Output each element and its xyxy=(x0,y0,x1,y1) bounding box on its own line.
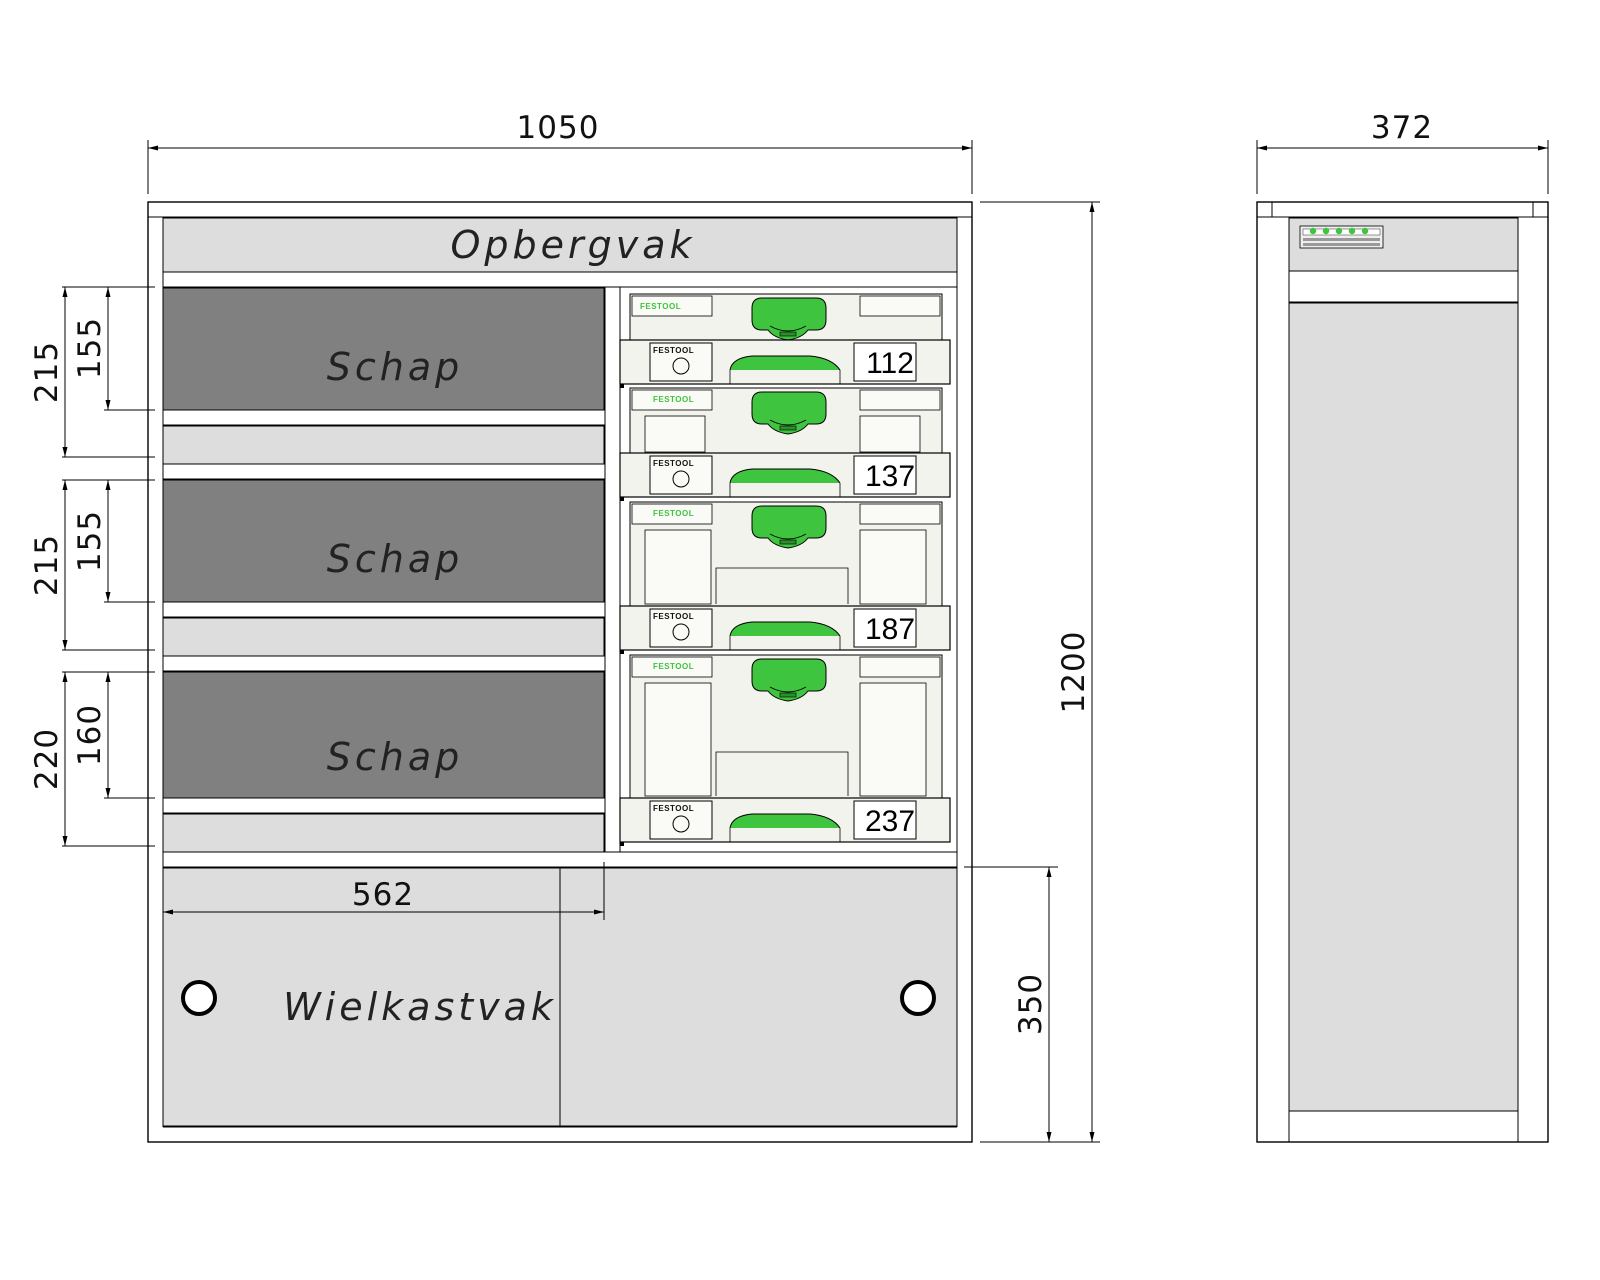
wheel-hole-left-icon xyxy=(181,980,217,1016)
systainer-112-height: 112 xyxy=(866,347,914,380)
wheel-hole-right-icon xyxy=(900,980,936,1016)
dim-total-height: 1200 xyxy=(1056,631,1092,714)
plate-dot-2-icon xyxy=(1322,227,1330,235)
plate-dot-3-icon xyxy=(1335,227,1343,235)
shelf-2-lip xyxy=(162,617,605,657)
side-label-plate xyxy=(1299,225,1384,249)
shelf-3-label: Schap xyxy=(327,735,464,779)
shelf-3-lip xyxy=(162,813,605,853)
systainer-237-brand: FESTOOL xyxy=(653,662,694,671)
side-view: 372 xyxy=(1256,110,1549,1143)
shelf-1-panel xyxy=(162,287,605,411)
systainer-stack: FESTOOL FESTOOL 112 FESTOOL FESTOOL 137 xyxy=(619,293,951,847)
systainer-237: FESTOOL FESTOOL 237 xyxy=(619,654,951,847)
dimension-lines: 1050 1200 350 562 215 155 215 155 xyxy=(29,110,1100,1143)
plate-dot-4-icon xyxy=(1348,227,1356,235)
svg-text:FESTOOL: FESTOOL xyxy=(653,804,694,813)
systainer-137: FESTOOL FESTOOL 137 xyxy=(619,387,951,502)
dim-shelf-3-inner: 160 xyxy=(72,704,108,766)
dim-shelf-2-inner: 155 xyxy=(72,510,108,572)
systainer-187-height: 187 xyxy=(865,613,915,646)
side-outer-frame xyxy=(1256,201,1549,1143)
shelf-3-panel xyxy=(162,671,605,799)
opbergvak-label: Opbergvak xyxy=(450,223,695,267)
side-main-panel xyxy=(1288,302,1519,1112)
shelf-1-lip xyxy=(162,425,605,465)
svg-text:FESTOOL: FESTOOL xyxy=(653,459,694,468)
plate-dot-5-icon xyxy=(1361,227,1369,235)
shelf-2-label: Schap xyxy=(327,537,464,581)
opbergvak-panel xyxy=(162,217,958,273)
dim-front-width: 1050 xyxy=(517,110,600,146)
systainer-237-height: 237 xyxy=(865,805,915,838)
systainer-112: FESTOOL FESTOOL 112 xyxy=(619,293,951,389)
svg-text:FESTOOL: FESTOOL xyxy=(653,346,694,355)
svg-text:FESTOOL: FESTOOL xyxy=(653,612,694,621)
systainer-112-brand: FESTOOL xyxy=(640,302,681,311)
systainer-137-brand: FESTOOL xyxy=(653,395,694,404)
wielkastvak-label: Wielkastvak xyxy=(283,985,557,1029)
systainer-187: FESTOOL FESTOOL 187 xyxy=(619,501,951,655)
systainer-137-height: 137 xyxy=(865,460,915,493)
dim-shelf-2-outer: 215 xyxy=(29,534,65,596)
shelf-2-panel xyxy=(162,479,605,603)
wheel-panel-right xyxy=(559,867,958,1127)
plate-dot-1-icon xyxy=(1309,227,1317,235)
dim-shelf-1-outer: 215 xyxy=(29,341,65,403)
dim-wheel-height: 350 xyxy=(1013,973,1049,1035)
dim-shelf-3-outer: 220 xyxy=(29,728,65,790)
shelf-1-label: Schap xyxy=(327,345,464,389)
dim-shelf-1-inner: 155 xyxy=(72,317,108,379)
dim-inner-width: 562 xyxy=(352,877,414,913)
dim-side-width: 372 xyxy=(1371,110,1433,146)
systainer-187-brand: FESTOOL xyxy=(653,509,694,518)
front-view: Opbergvak Schap Schap Schap Wielkastvak xyxy=(147,201,973,1143)
